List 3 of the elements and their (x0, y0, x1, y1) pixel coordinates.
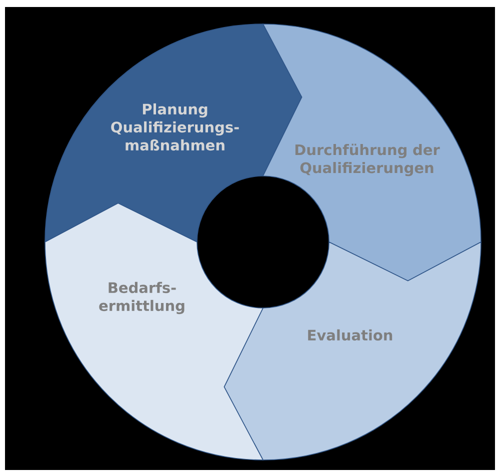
cycle-segment: Bedarfs- ermittlung (44, 202, 264, 460)
cycle-segment: Durchführung der Qualifizierungen (262, 24, 482, 282)
cycle-segment: Evaluation (224, 242, 482, 460)
